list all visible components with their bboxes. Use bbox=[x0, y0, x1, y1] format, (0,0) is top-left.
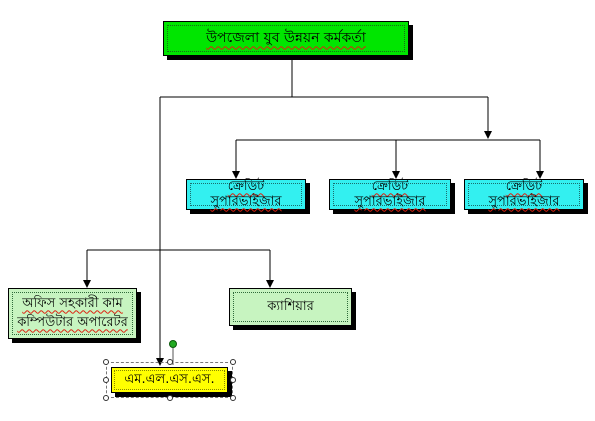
top-node[interactable]: উপজেলা যুব উন্নয়ন কর্মকর্তা bbox=[163, 21, 409, 56]
credit-supervisor-node-1[interactable]: ক্রেডিট সুপারভাইজার bbox=[186, 179, 306, 210]
resize-handle-top-middle[interactable] bbox=[167, 359, 173, 365]
credit-supervisor-label-3: ক্রেডিট সুপারভাইজার bbox=[488, 178, 560, 209]
resize-handle-top-left[interactable] bbox=[103, 359, 109, 365]
credit-supervisor-node-3[interactable]: ক্রেডিট সুপারভাইজার bbox=[464, 179, 584, 210]
resize-handle-middle-left[interactable] bbox=[103, 377, 109, 383]
office-assistant-line1: অফিস সহকারী কাম bbox=[22, 295, 123, 311]
credit-supervisor-label-2: ক্রেডিট সুপারভাইজার bbox=[354, 178, 426, 209]
credit-supervisor-label-1: ক্রেডিট সুপারভাইজার bbox=[210, 178, 282, 209]
rotate-handle[interactable] bbox=[169, 340, 177, 348]
resize-handle-bottom-left[interactable] bbox=[103, 395, 109, 401]
resize-handle-bottom-right[interactable] bbox=[230, 395, 236, 401]
office-assistant-line2: কম্পিউটার অপারেটর bbox=[17, 314, 128, 330]
resize-handle-top-right[interactable] bbox=[230, 359, 236, 365]
resize-handle-bottom-middle[interactable] bbox=[167, 395, 173, 401]
cashier-label: ক্যাশিয়ার bbox=[267, 298, 314, 314]
top-node-label: উপজেলা যুব উন্নয়ন কর্মকর্তা bbox=[206, 30, 366, 47]
office-assistant-node[interactable]: অফিস সহকারী কাম কম্পিউটার অপারেটর bbox=[8, 288, 137, 339]
resize-handle-middle-right[interactable] bbox=[230, 377, 236, 383]
cashier-node[interactable]: ক্যাশিয়ার bbox=[229, 288, 352, 326]
credit-supervisor-node-2[interactable]: ক্রেডিট সুপারভাইজার bbox=[329, 179, 451, 210]
mlss-node[interactable]: এম.এল.এস.এস. bbox=[111, 367, 228, 393]
mlss-label: এম.এল.এস.এস. bbox=[124, 371, 215, 387]
